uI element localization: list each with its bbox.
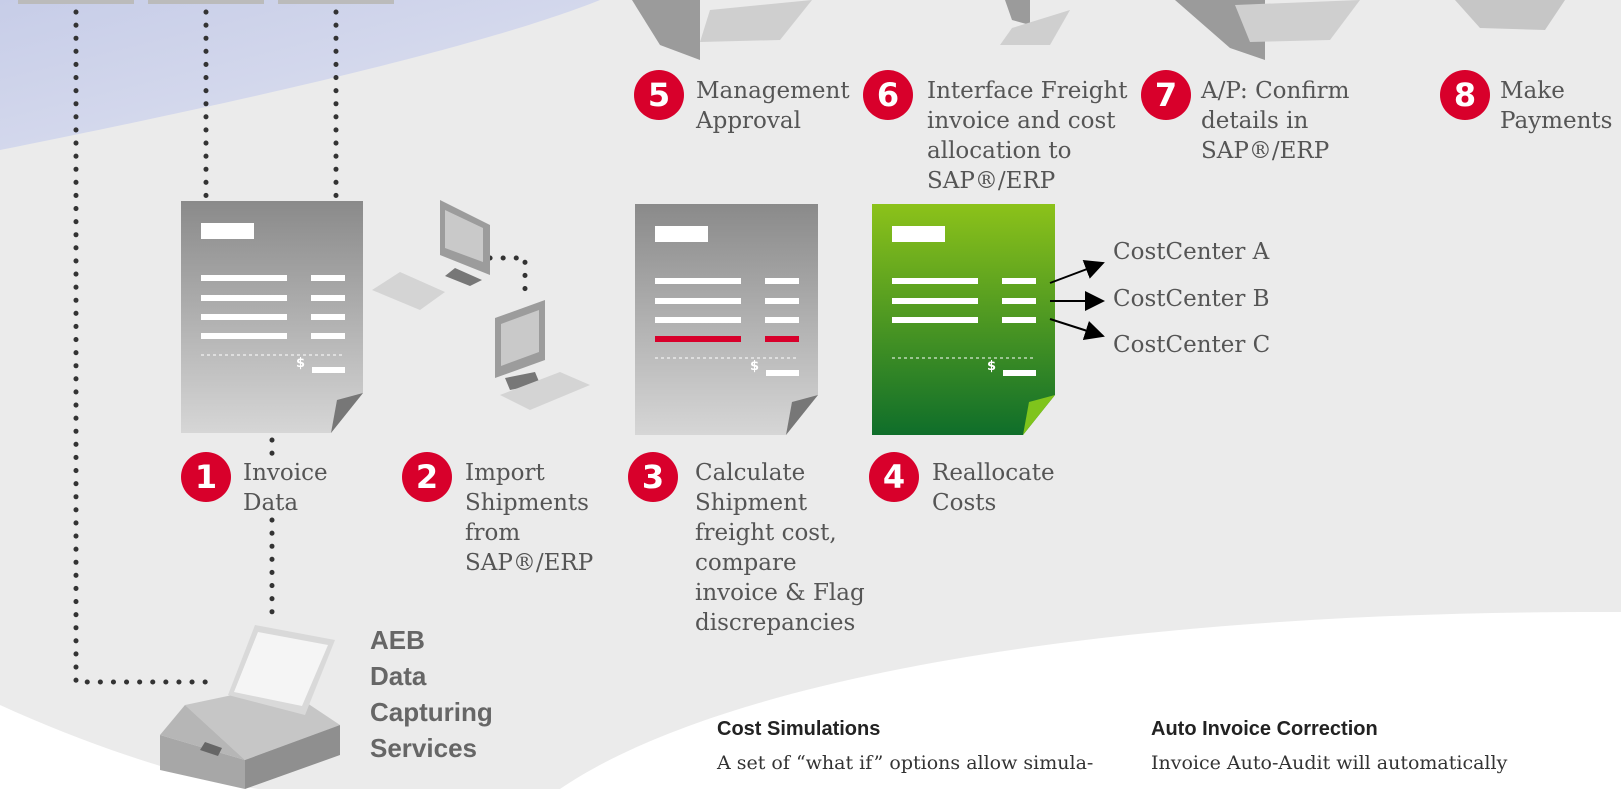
- step-2-badge: 2: [402, 452, 452, 502]
- invoice-document-icon: [181, 201, 363, 433]
- keyboard-icon: [1235, 0, 1360, 42]
- step-2-label: Import Shipments from SAP®/ERP: [465, 460, 594, 576]
- step-6-label: Interface Freight invoice and cost alloc…: [927, 78, 1128, 194]
- computer-icon: [1005, 0, 1030, 25]
- reallocation-document-icon: [872, 204, 1055, 435]
- step-6-badge: 6: [863, 70, 913, 120]
- computers-icon: [372, 200, 590, 410]
- document-stack-icon: [1455, 0, 1565, 30]
- step-1-badge: 1: [181, 452, 231, 502]
- step-7-label: A/P: Confirm details in SAP®/ERP: [1201, 78, 1350, 164]
- step-8-badge: 8: [1440, 70, 1490, 120]
- top-box: [148, 0, 264, 4]
- cost-center-b: CostCenter B: [1113, 286, 1270, 312]
- cost-center-c: CostCenter C: [1113, 332, 1271, 358]
- white-background-shape: [0, 705, 300, 789]
- currency-symbol: $: [296, 356, 306, 371]
- step-7-badge: 7: [1141, 70, 1191, 120]
- feature-title-cost-simulations: Cost Simulations: [717, 718, 881, 740]
- white-panel-shape: [560, 611, 1621, 789]
- top-box: [18, 0, 134, 4]
- blue-background-shape: [0, 0, 600, 150]
- step-5-label: Management Approval: [696, 78, 850, 134]
- calculation-document-icon: [635, 204, 818, 435]
- step-4-label: Reallocate Costs: [932, 460, 1055, 516]
- currency-symbol: $: [987, 359, 997, 374]
- feature-title-auto-invoice-correction: Auto Invoice Correction: [1151, 718, 1378, 740]
- cost-center-a: CostCenter A: [1113, 239, 1270, 265]
- dotted-connector: [73, 9, 218, 685]
- step-3-badge: 3: [628, 452, 678, 502]
- currency-symbol: $: [750, 359, 760, 374]
- arrow-cost-center-c: [1049, 318, 1105, 341]
- step-3-label: Calculate Shipment freight cost, compare…: [695, 460, 865, 636]
- feature-text-auto-invoice-correction: Invoice Auto-Audit will automatically: [1151, 752, 1508, 774]
- step-8-label: Make Payments: [1500, 78, 1613, 134]
- keyboard-icon: [700, 0, 812, 42]
- top-box: [278, 0, 394, 4]
- service-title: AEB Data Capturing Services: [370, 625, 493, 763]
- arrow-cost-center-a: [1049, 259, 1105, 284]
- step-5-badge: 5: [634, 70, 684, 120]
- keyboard-icon: [1000, 10, 1070, 45]
- scanner-icon: [160, 625, 340, 789]
- computer-icon: [632, 0, 700, 60]
- step-1-label: Invoice Data: [243, 460, 328, 516]
- feature-text-cost-simulations: A set of “what if” options allow simula-: [717, 752, 1094, 774]
- step-4-badge: 4: [869, 452, 919, 502]
- dotted-connector: [487, 255, 528, 303]
